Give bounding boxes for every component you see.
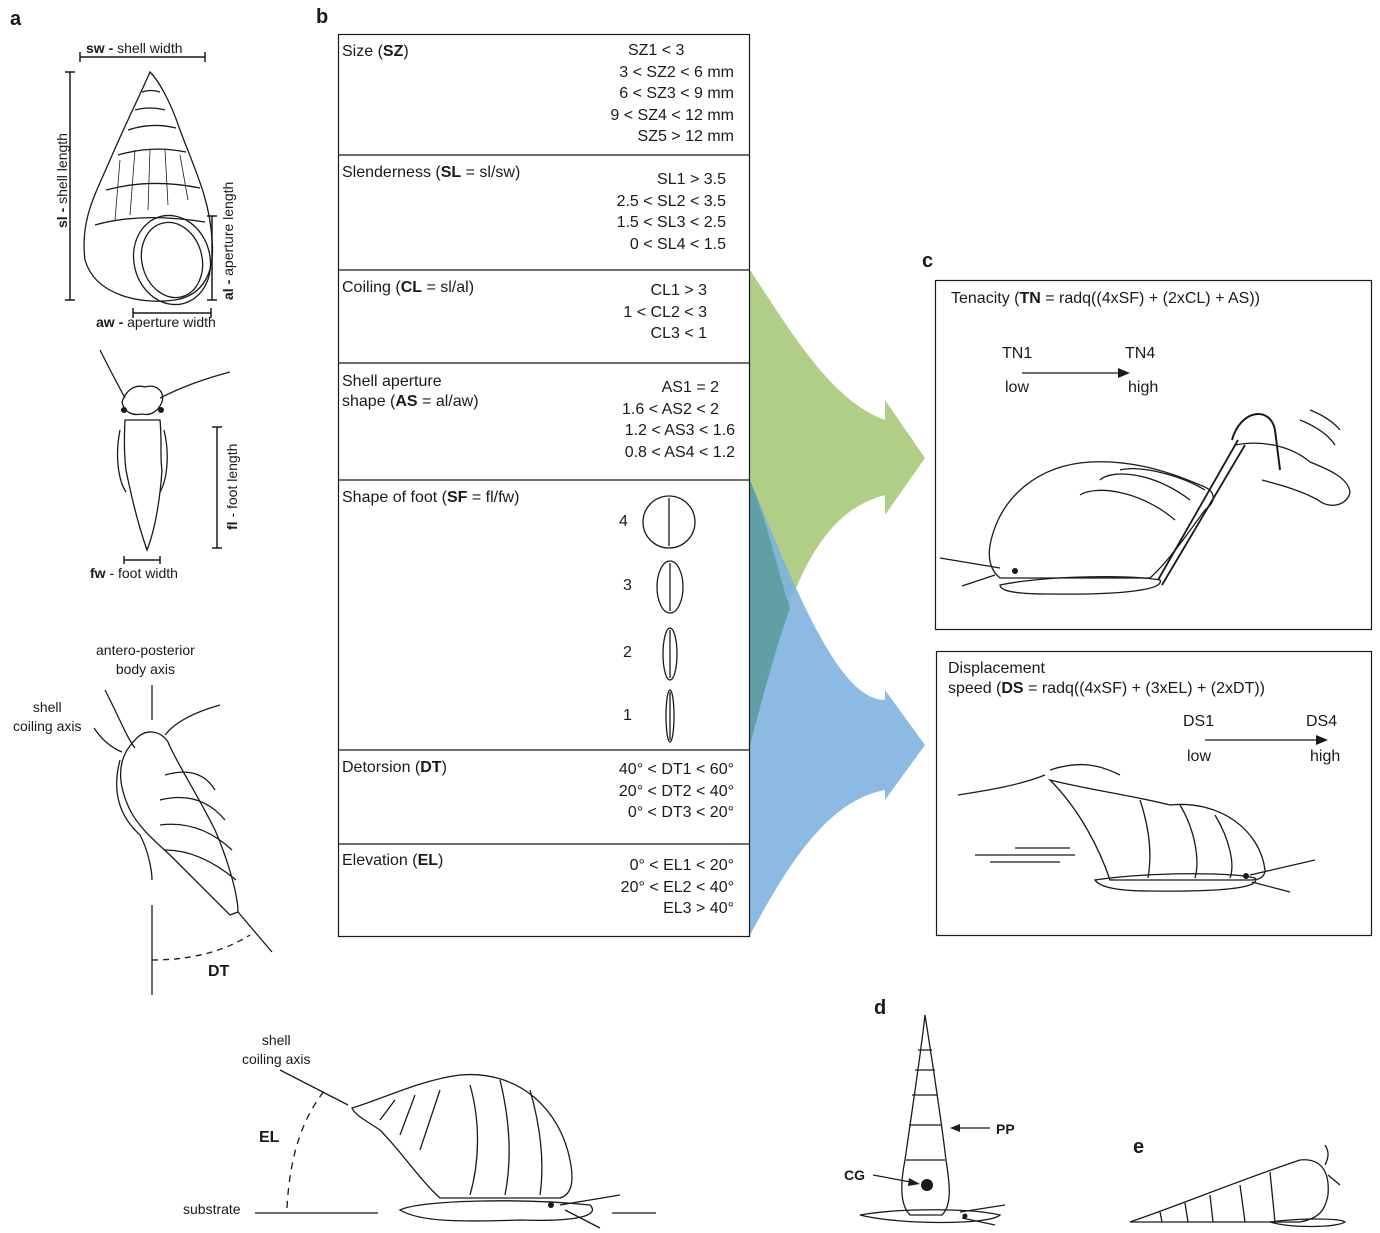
- dorsal-snail-drawing: [94, 685, 238, 915]
- aperture-width-label: aw - aperture width: [96, 312, 216, 332]
- foot-shape-3-label: 3: [623, 576, 632, 596]
- row-foot-shape-title: Shape of foot (SF = fl/fw): [342, 488, 519, 508]
- foot-shape-4-label: 4: [619, 512, 628, 532]
- cg-label: CG: [844, 1165, 865, 1185]
- foot-drawing: [100, 350, 230, 550]
- foot-shape-2-label: 2: [623, 643, 632, 663]
- row-size-values: SZ1 < 3 3 < SZ2 < 6 mm 6 < SZ3 < 9 mm 9 …: [610, 40, 734, 148]
- row-coiling-values: CL1 > 3 1 < CL2 < 3 CL3 < 1: [623, 280, 707, 345]
- substrate-label: substrate: [183, 1199, 241, 1219]
- tenacity-formula: Tenacity (TN = radq((4xSF) + (2xCL) + AS…: [951, 289, 1260, 309]
- speed-low-label: low: [1187, 747, 1211, 767]
- row-slenderness-title: Slenderness (SL = sl/sw): [342, 163, 520, 183]
- shell-length-label: sl - shell length: [54, 133, 70, 228]
- row-elevation-title: Elevation (EL): [342, 851, 443, 871]
- row-coiling-title: Coiling (CL = sl/al): [342, 278, 474, 298]
- tower-shell-drawing: [860, 1015, 1005, 1225]
- speed-high-label: high: [1310, 747, 1340, 767]
- foot-shape-icons: [643, 496, 695, 742]
- foot-shape-1-label: 1: [623, 706, 632, 726]
- detorsion-angle-label: DT: [208, 962, 229, 982]
- speed-snail-drawing: [958, 765, 1315, 892]
- tenacity-low-label: low: [1005, 378, 1029, 398]
- speed-from-label: DS1: [1183, 712, 1214, 732]
- row-size-title: Size (SZ): [342, 42, 409, 62]
- row-aperture-values: AS1 = 2 1.6 < AS2 < 2 1.2 < AS3 < 1.6 0.…: [622, 377, 735, 463]
- center-of-gravity-dot: [921, 1179, 933, 1191]
- row-detorsion-title: Detorsion (DT): [342, 758, 447, 778]
- foot-width-label: fw - foot width: [90, 563, 178, 583]
- row-elevation-values: 0° < EL1 < 20° 20° < EL2 < 40° EL3 > 40°: [621, 855, 734, 920]
- shell-width-label: sw - shell width: [86, 38, 183, 58]
- shell-drawing: [84, 72, 220, 313]
- row-detorsion-values: 40° < DT1 < 60° 20° < DT2 < 40° 0° < DT3…: [619, 759, 734, 824]
- aperture-length-label: al - aperture length: [220, 182, 236, 300]
- tenacity-to-label: TN4: [1125, 344, 1155, 364]
- tenacity-box: [936, 281, 1372, 630]
- blue-flow-arrow: [750, 480, 925, 935]
- tenacity-snail-drawing: [940, 410, 1350, 594]
- foot-length-label: fl - foot length: [224, 444, 240, 530]
- horizontal-shell-drawing: [1130, 1145, 1345, 1227]
- tenacity-from-label: TN1: [1002, 344, 1032, 364]
- speed-to-label: DS4: [1306, 712, 1337, 732]
- side-snail-drawing: [352, 1075, 620, 1228]
- pp-label: PP: [996, 1119, 1015, 1139]
- row-slenderness-values: SL1 > 3.5 2.5 < SL2 < 3.5 1.5 < SL3 < 2.…: [617, 169, 726, 255]
- tenacity-high-label: high: [1128, 378, 1158, 398]
- elevation-angle-label: EL: [259, 1128, 279, 1148]
